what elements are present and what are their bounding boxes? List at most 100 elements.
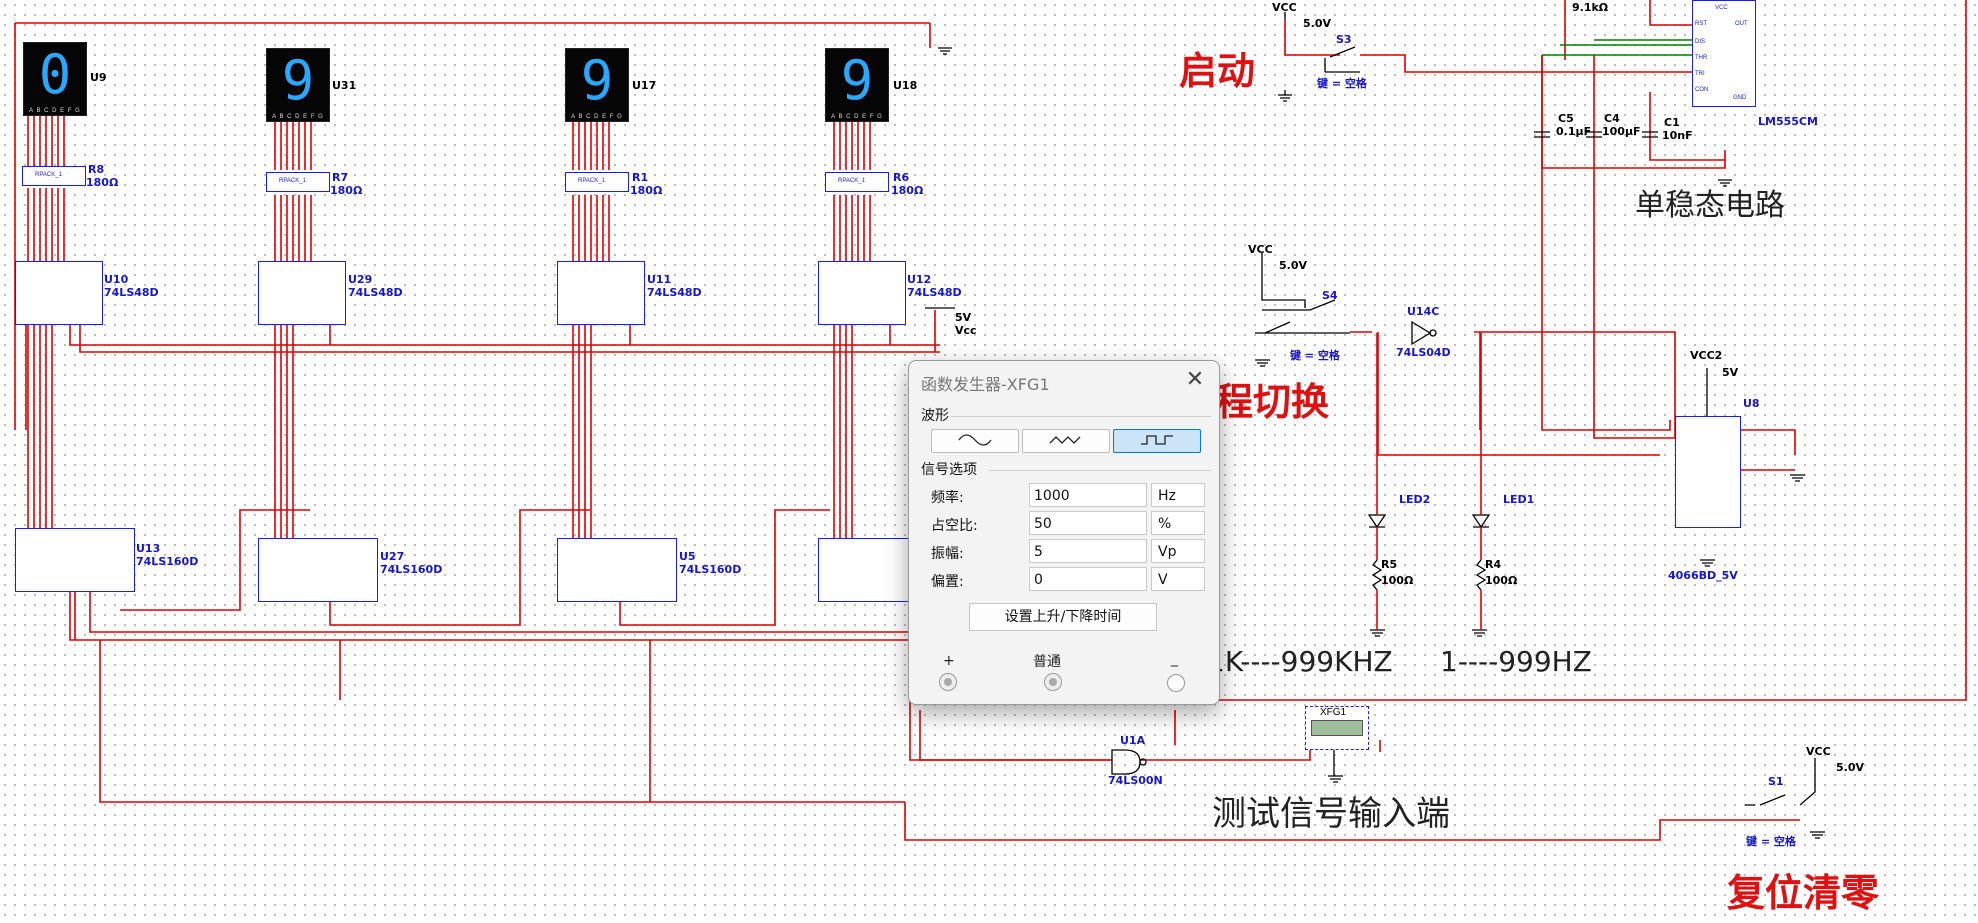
vcc-value: 5.0V [1279, 259, 1307, 272]
decoder-ic[interactable] [557, 261, 645, 325]
resistor-ref: R1 [632, 171, 649, 184]
rise-fall-time-button[interactable]: 设置上升/下降时间 [969, 603, 1157, 631]
resistor-pack[interactable]: RPACK_1 [565, 172, 629, 192]
decoder-ic[interactable] [818, 261, 906, 325]
counter-ic[interactable] [818, 538, 912, 602]
switch-ic-ref: U8 [1743, 397, 1760, 410]
resistor-value: 100Ω [1485, 574, 1518, 587]
minus-terminal[interactable] [1167, 674, 1185, 692]
resistor-pack[interactable]: RPACK_1 [266, 172, 330, 192]
resistor-value: 180Ω [330, 184, 363, 197]
reset-label: 复位清零 [1727, 871, 1880, 915]
vcc2-value: 5V [1722, 366, 1739, 379]
display-digit: 9 [840, 49, 874, 112]
seven-seg-display: 0 A B C D E F G [23, 42, 87, 116]
offset-label: 偏置: [931, 574, 964, 590]
pin-rst: RST [1695, 21, 1707, 27]
range-hz-label: 1----999HZ [1440, 645, 1592, 678]
resistor-pack[interactable]: RPACK_1 [825, 172, 889, 192]
function-generator-symbol[interactable]: XFG1 [1305, 706, 1369, 750]
display-pins: A B C D E F G [272, 114, 324, 120]
triangle-wave-button[interactable] [1022, 429, 1110, 453]
decoder-ref: U11 [647, 273, 672, 286]
vcc-value: 5.0V [1836, 761, 1864, 774]
analog-switch-ic[interactable] [1675, 416, 1741, 528]
switch-key: 键 = 空格 [1290, 349, 1340, 362]
resistor-ref: R8 [88, 163, 105, 176]
part-name: RPACK_1 [35, 172, 62, 178]
power-name: Vcc [955, 324, 977, 337]
counter-ref: U5 [679, 550, 696, 563]
range-switch-label: 程切换 [1215, 380, 1330, 424]
timer-resistor: 9.1kΩ [1572, 1, 1609, 14]
vcc-label: VCC [1248, 243, 1273, 256]
sine-wave-icon [958, 434, 992, 446]
decoder-ic[interactable] [258, 261, 346, 325]
counter-ic[interactable] [15, 528, 135, 592]
amplitude-label: 振幅: [931, 546, 964, 562]
divider [951, 416, 1211, 417]
offset-unit[interactable]: V [1151, 567, 1205, 591]
square-wave-button[interactable] [1113, 429, 1201, 453]
pin-gnd: GND [1733, 95, 1747, 101]
resistor-ref: R5 [1381, 558, 1398, 571]
test-input-label: 测试信号输入端 [1212, 794, 1450, 834]
counter-part: 74LS160D [380, 563, 443, 576]
function-generator-dialog[interactable]: 函数发生器-XFG1 ✕ 波形 信号选项 频率: 1000 Hz 占空比: 50… [908, 360, 1220, 705]
resistor-value: 180Ω [86, 176, 119, 189]
counter-ref: U27 [380, 550, 405, 563]
part-name: RPACK_1 [279, 178, 306, 184]
pin-tri: TRI [1695, 71, 1705, 77]
cap-ref: C5 [1558, 112, 1574, 125]
duty-cycle-input[interactable]: 50 [1029, 511, 1147, 535]
decoder-ref: U12 [907, 273, 932, 286]
offset-input[interactable]: 0 [1029, 567, 1147, 591]
duty-cycle-unit[interactable]: % [1151, 511, 1205, 535]
pin-out: OUT [1735, 21, 1748, 27]
decoder-ref: U10 [104, 273, 129, 286]
timer-555-ic[interactable]: VCC RST DIS THR TRI CON OUT GND [1692, 0, 1756, 107]
common-terminal[interactable] [1044, 673, 1062, 691]
counter-ic[interactable] [557, 538, 677, 602]
display-digit: 9 [281, 49, 315, 112]
part-name: RPACK_1 [838, 178, 865, 184]
switch-ref: S1 [1768, 775, 1784, 788]
decoder-ic[interactable] [15, 261, 103, 325]
counter-ref: U13 [136, 542, 161, 555]
resistor-ref: R7 [332, 171, 349, 184]
nand-part: 74LS00N [1108, 774, 1163, 787]
close-icon[interactable]: ✕ [1185, 367, 1205, 392]
frequency-label: 频率: [931, 490, 964, 506]
display-ref: U17 [632, 79, 657, 92]
switch-key: 键 = 空格 [1317, 77, 1367, 90]
frequency-input[interactable]: 1000 [1029, 483, 1147, 507]
inverter-ref: U14C [1407, 305, 1440, 318]
inverter-part: 74LS04D [1396, 346, 1451, 359]
counter-ic[interactable] [258, 538, 378, 602]
amplitude-unit[interactable]: Vp [1151, 539, 1205, 563]
divider [989, 470, 1211, 471]
dialog-title: 函数发生器-XFG1 [921, 375, 1050, 394]
decoder-part: 74LS48D [104, 286, 159, 299]
switch-ref: S3 [1336, 33, 1352, 46]
counter-part: 74LS160D [679, 563, 742, 576]
counter-part: 74LS160D [136, 555, 199, 568]
cap-ref: C4 [1604, 112, 1620, 125]
resistor-pack[interactable]: RPACK_1 [22, 166, 86, 186]
frequency-unit[interactable]: Hz [1151, 483, 1205, 507]
display-pins: A B C D E F G [831, 114, 883, 120]
cap-value: 10nF [1662, 129, 1693, 142]
cap-value: 100μF [1602, 125, 1641, 138]
decoder-part: 74LS48D [647, 286, 702, 299]
signal-section-label: 信号选项 [921, 462, 977, 478]
start-label: 启动 [1179, 49, 1256, 93]
pin-thr: THR [1695, 55, 1708, 61]
timer-part: LM555CM [1758, 115, 1818, 128]
seven-seg-display: 9 A B C D E F G [565, 48, 629, 122]
amplitude-input[interactable]: 5 [1029, 539, 1147, 563]
sine-wave-button[interactable] [931, 429, 1019, 453]
decoder-part: 74LS48D [348, 286, 403, 299]
range-khz-label: 1K----999KHZ [1207, 645, 1393, 678]
plus-terminal[interactable] [939, 673, 957, 691]
